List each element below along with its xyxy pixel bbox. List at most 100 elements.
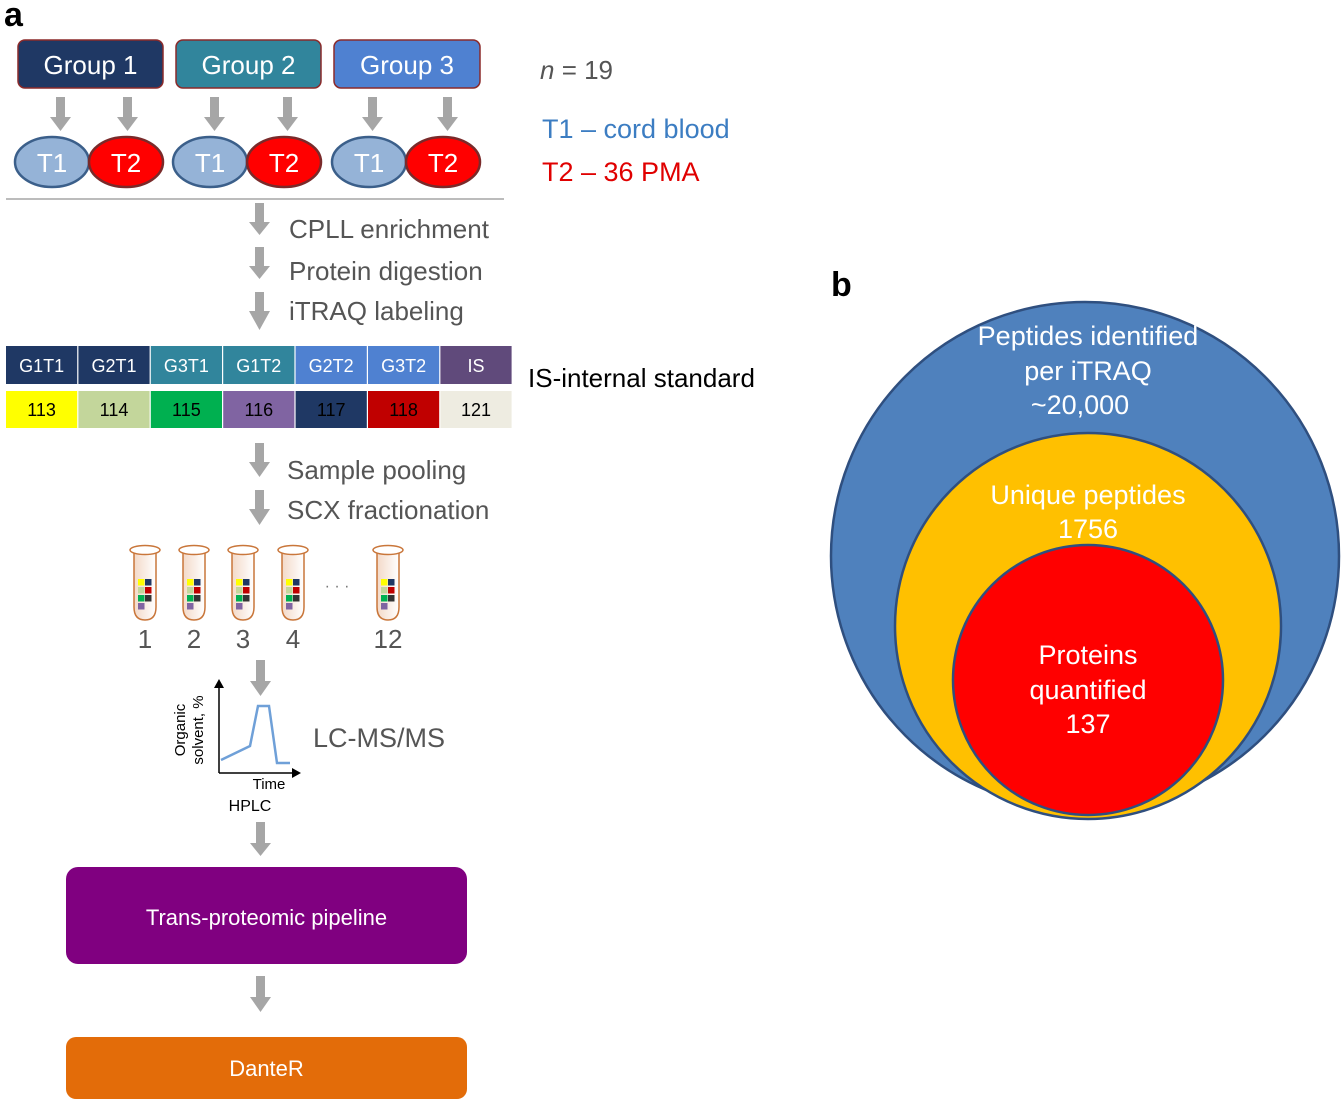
label-tag-cell [78,391,150,428]
fraction-number: 12 [374,624,403,654]
middle-line-1: Unique peptides [990,480,1185,510]
group-3-label: Group 3 [360,50,454,80]
fraction-number: 2 [187,624,201,654]
tube-color-square [194,587,201,594]
tube-color-square [138,587,145,594]
hplc-gradient-line [220,704,290,765]
t2-label: T2 [428,148,458,178]
panel-a-letter: a [4,0,24,34]
label-header-text: G3T2 [381,356,426,376]
tube-color-square [381,603,388,610]
fraction-tube [372,544,404,621]
label-header-cell [368,346,440,384]
tpp-label: Trans-proteomic pipeline [146,905,387,930]
down-arrow-icon [249,247,270,279]
legend-t2: T2 – 36 PMA [542,157,700,187]
inner-line-3: 137 [1065,709,1110,739]
lcms-label: LC-MS/MS [313,723,445,753]
tube-color-square [381,587,388,594]
hplc-xlabel: Time [253,776,286,793]
label-header-cell [6,346,78,384]
inner-line-2: quantified [1029,675,1146,705]
down-arrow-icon [249,203,270,235]
label-header-text: G2T2 [309,356,354,376]
tube-color-square [236,603,243,610]
fraction-tube [277,544,309,621]
down-arrow-icon [250,976,271,1012]
tube-color-square [243,587,250,594]
tube-color-square [194,595,201,602]
tube-color-square [388,587,395,594]
fraction-number: 1 [138,624,152,654]
t1-label: T1 [354,148,384,178]
label-tag-cell [6,391,78,428]
step-digestion: Protein digestion [289,256,483,286]
tube-color-square [236,595,243,602]
label-tag-text: 118 [389,400,418,420]
label-header-text: G1T1 [19,356,64,376]
inner-circle [951,543,1225,817]
t2-label: T2 [111,148,141,178]
label-header-text: G1T2 [236,356,281,376]
danter-box [66,1037,467,1099]
down-arrow-icon [50,97,71,131]
label-header-cell [440,346,512,384]
tube-color-square [286,603,293,610]
down-arrow-icon [250,660,271,696]
fraction-number: 3 [236,624,250,654]
label-tag-cell [295,391,367,428]
down-arrow-icon [277,97,298,131]
label-tag-text: 113 [27,400,56,420]
label-tag-text: 121 [461,400,491,420]
tube-color-square [187,595,194,602]
label-tag-cell [440,391,512,428]
t2-label: T2 [269,148,299,178]
label-header-text: G3T1 [164,356,209,376]
panel-b-letter: b [831,266,852,304]
label-header-cell [150,346,222,384]
sample-size: n = 19 [540,55,613,85]
hplc-gradient-plot: Organic solvent, % Time HPLC [172,679,301,815]
fraction-tube [129,544,161,621]
group-arrows [50,97,458,131]
tube-color-square [145,595,152,602]
down-arrow-icon [204,97,225,131]
tube-color-square [194,579,201,586]
outer-line-2: per iTRAQ [1024,356,1152,386]
tube-color-square [293,595,300,602]
tube-color-square [381,579,388,586]
timepoint-ellipses: T1 T2 T1 T2 T1 T2 [13,135,482,189]
tube-color-square [286,595,293,602]
down-arrow-icon [250,822,271,856]
tube-color-square [236,587,243,594]
tube-color-square [236,579,243,586]
tube-color-square [138,603,145,610]
step-pooling: Sample pooling [287,455,466,485]
arrow-right-icon [292,768,301,778]
inner-line-1: Proteins [1038,640,1137,670]
t1-label: T1 [37,148,67,178]
tube-color-square [388,595,395,602]
down-arrow-icon [249,490,270,525]
label-tag-text: 117 [317,400,346,420]
label-tag-text: 114 [100,400,129,420]
outer-line-3: ~20,000 [1031,390,1129,420]
label-tag-cell [150,391,222,428]
tube-color-square [293,587,300,594]
fraction-tube [178,544,210,621]
tube-color-square [293,579,300,586]
tube-color-square [138,595,145,602]
tube-color-square [286,579,293,586]
step-cpll: CPLL enrichment [289,214,490,244]
tube-color-square [381,595,388,602]
fraction-tube [227,544,259,621]
tube-color-square [138,579,145,586]
sample-size-n: n [540,55,554,85]
tube-color-square [187,579,194,586]
label-tag-cell [368,391,440,428]
fraction-number: 4 [286,624,300,654]
hplc-ylabel-2: solvent, % [190,695,207,764]
down-arrow-icon [362,97,383,131]
legend-t1: T1 – cord blood [542,114,730,144]
